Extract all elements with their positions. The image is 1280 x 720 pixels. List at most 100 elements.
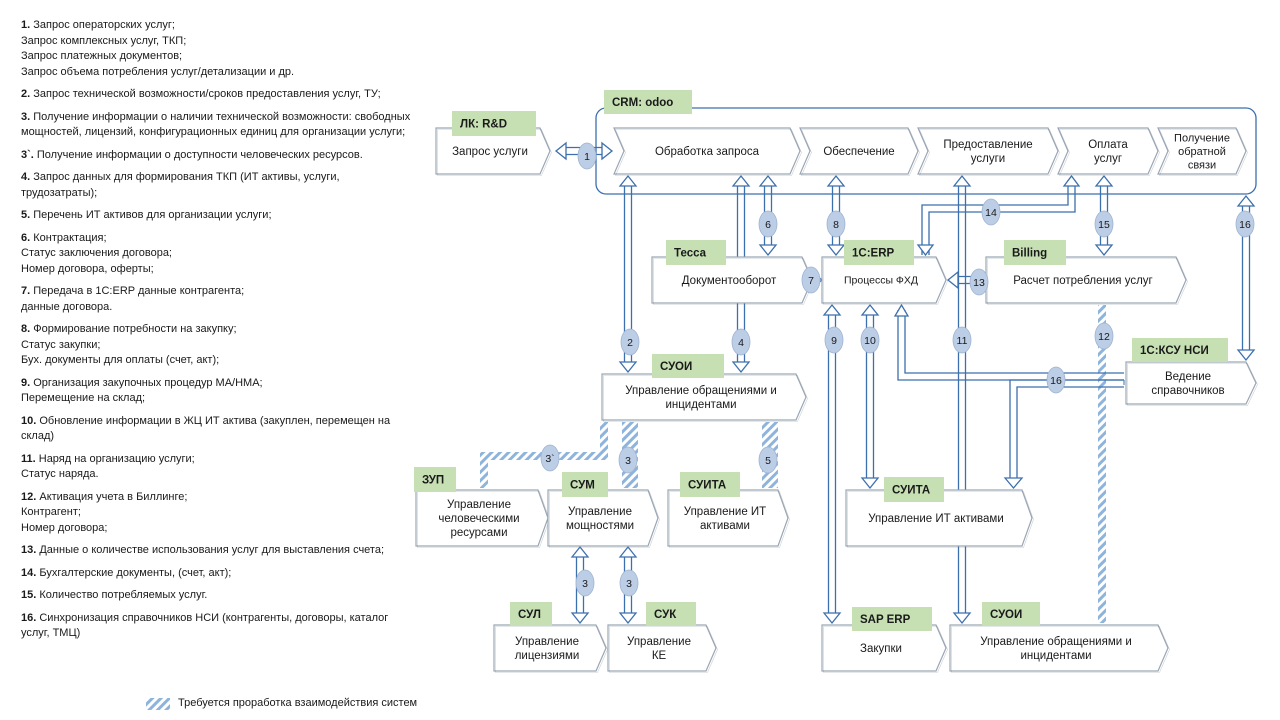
legend-line: 15. Количество потребляемых услуг. [21, 588, 421, 604]
legend-text: Бух. документы для оплаты (счет, акт); [21, 354, 220, 366]
legend-text: склад) [21, 430, 55, 442]
box-it-assets-big-shape [845, 489, 1033, 547]
label-zup-text: ЗУП [422, 475, 444, 487]
box-request-text: Запрос услуги [452, 146, 528, 158]
legend-text: Статус наряда. [21, 468, 99, 480]
step-badge-text: 11 [957, 335, 968, 347]
label-ksu: 1С:КСУ НСИ [1132, 338, 1228, 362]
legend-text: Запрос операторских услуг; [30, 19, 175, 31]
box-fxd-shape [821, 256, 947, 304]
legend-text: мощностей, лицензий, конфигурационных ед… [21, 126, 406, 138]
box-licenses-shape [493, 624, 607, 672]
label-suita-big-text: СУИТА [892, 485, 930, 497]
legend-line: 10. Обновление информации в ЖЦ ИТ актива… [21, 414, 421, 430]
legend-number: 10. [21, 414, 37, 427]
step-badge-text: 7 [808, 275, 814, 287]
legend-item: 1. Запрос операторских услуг;Запрос комп… [21, 18, 421, 80]
box-feedback-shape [1157, 127, 1247, 175]
arrow-16-head [1236, 349, 1256, 362]
arrow-8-head2 [826, 174, 846, 187]
label-billing-text: Billing [1012, 248, 1047, 260]
step-badge-shape [575, 569, 595, 597]
label-suk-text: СУК [654, 609, 677, 621]
step-badge-shape [801, 266, 821, 294]
label-sul: СУЛ [510, 602, 552, 626]
arrow-1 [554, 141, 614, 161]
label-suk-bg [646, 602, 696, 626]
legend-line: 5. Перечень ИТ активов для организации у… [21, 208, 421, 224]
box-licenses-text: лицензиями [515, 650, 580, 662]
arrow-16b-a [897, 310, 1124, 381]
step-badge-shape [824, 326, 844, 354]
step-badge-text: 13 [973, 277, 985, 289]
legend-number: 7. [21, 285, 31, 297]
box-provision-shadow [801, 129, 920, 176]
label-suoi-bottom-bg [982, 602, 1040, 626]
legend-number: 12. [21, 490, 37, 503]
box-delivery-shadow [919, 129, 1060, 176]
legend-number: 6. [21, 231, 31, 244]
hatch-3prime-c [480, 452, 488, 488]
box-billing-calc-shadow [987, 258, 1188, 305]
step-badge-shape [952, 326, 972, 354]
box-provision-shape [799, 127, 919, 175]
arrow-10-head [860, 477, 880, 490]
arrow-11-head [952, 612, 972, 625]
legend-text: Данные о количестве использования услуг … [36, 544, 385, 556]
box-provision-text: Обеспечение [823, 146, 894, 158]
label-sul-text: СУЛ [518, 609, 541, 621]
legend-line: трудозатраты); [21, 186, 421, 202]
label-sap-bg [852, 607, 932, 631]
label-crm-text: CRM: odoo [612, 97, 673, 109]
step-badge-text: 1 [584, 151, 590, 163]
box-request: Запрос услуги [435, 127, 552, 176]
legend-number: 1. [21, 19, 31, 31]
legend-line: 2. Запрос технической возможности/сроков… [21, 87, 421, 103]
step-badge: 5 [758, 446, 778, 474]
step-badge-shape [1094, 322, 1114, 350]
label-billing-bg [1004, 240, 1066, 265]
box-docflow-text: Документооборот [682, 275, 777, 287]
label-zup-bg [414, 467, 456, 492]
crm-frame [595, 107, 1257, 195]
label-sul-bg [510, 602, 552, 626]
legend-text: Получение информации о доступности челов… [33, 148, 363, 161]
box-feedback-text: обратной [1178, 146, 1226, 158]
legend-item: 15. Количество потребляемых услуг. [21, 588, 421, 604]
legend-text: Запрос комплексных услуг, ТКП; [21, 34, 187, 47]
legend-line: 14. Бухгалтерские документы, (счет, акт)… [21, 566, 421, 582]
box-fxd-shadow [823, 258, 948, 305]
box-it-assets-small-text: активами [700, 520, 750, 532]
legend-line: 1. Запрос операторских услуг; [21, 18, 421, 34]
legend-text: Активация учета в Биллинге; [36, 490, 188, 503]
step-badge: 3` [540, 444, 560, 472]
arrow-2-head [618, 361, 638, 374]
legend-item: 3`. Получение информации о доступности ч… [21, 148, 421, 164]
box-delivery-shape [917, 127, 1059, 175]
box-suoi-bottom-text: Управление обращениями и [980, 636, 1132, 648]
legend-number: 13. [21, 544, 37, 556]
box-ke-shadow [609, 626, 718, 673]
legend-text: Номер договора, оферты; [21, 262, 154, 275]
label-crm: CRM: odoo [604, 90, 692, 114]
step-badge: 3 [618, 446, 638, 474]
label-sum: СУМ [562, 472, 608, 497]
legend-line: Номер договора; [21, 521, 421, 537]
arrow-4-head [731, 361, 751, 374]
legend-text: Запрос данных для формирования ТКП (ИТ а… [30, 171, 340, 183]
step-badge: 9 [824, 326, 844, 354]
box-processing-shape [613, 127, 801, 175]
arrow-3-sul-head2 [570, 545, 590, 558]
step-badge-shape [577, 142, 597, 170]
step-badge-text: 3 [625, 455, 631, 467]
legend-line: 9. Организация закупочных процедур МА/НМ… [21, 376, 421, 392]
box-billing-calc-text: Расчет потребления услуг [1013, 275, 1152, 287]
legend-line: Запрос комплексных услуг, ТКП; [21, 34, 421, 50]
legend-text: трудозатраты); [21, 186, 98, 199]
